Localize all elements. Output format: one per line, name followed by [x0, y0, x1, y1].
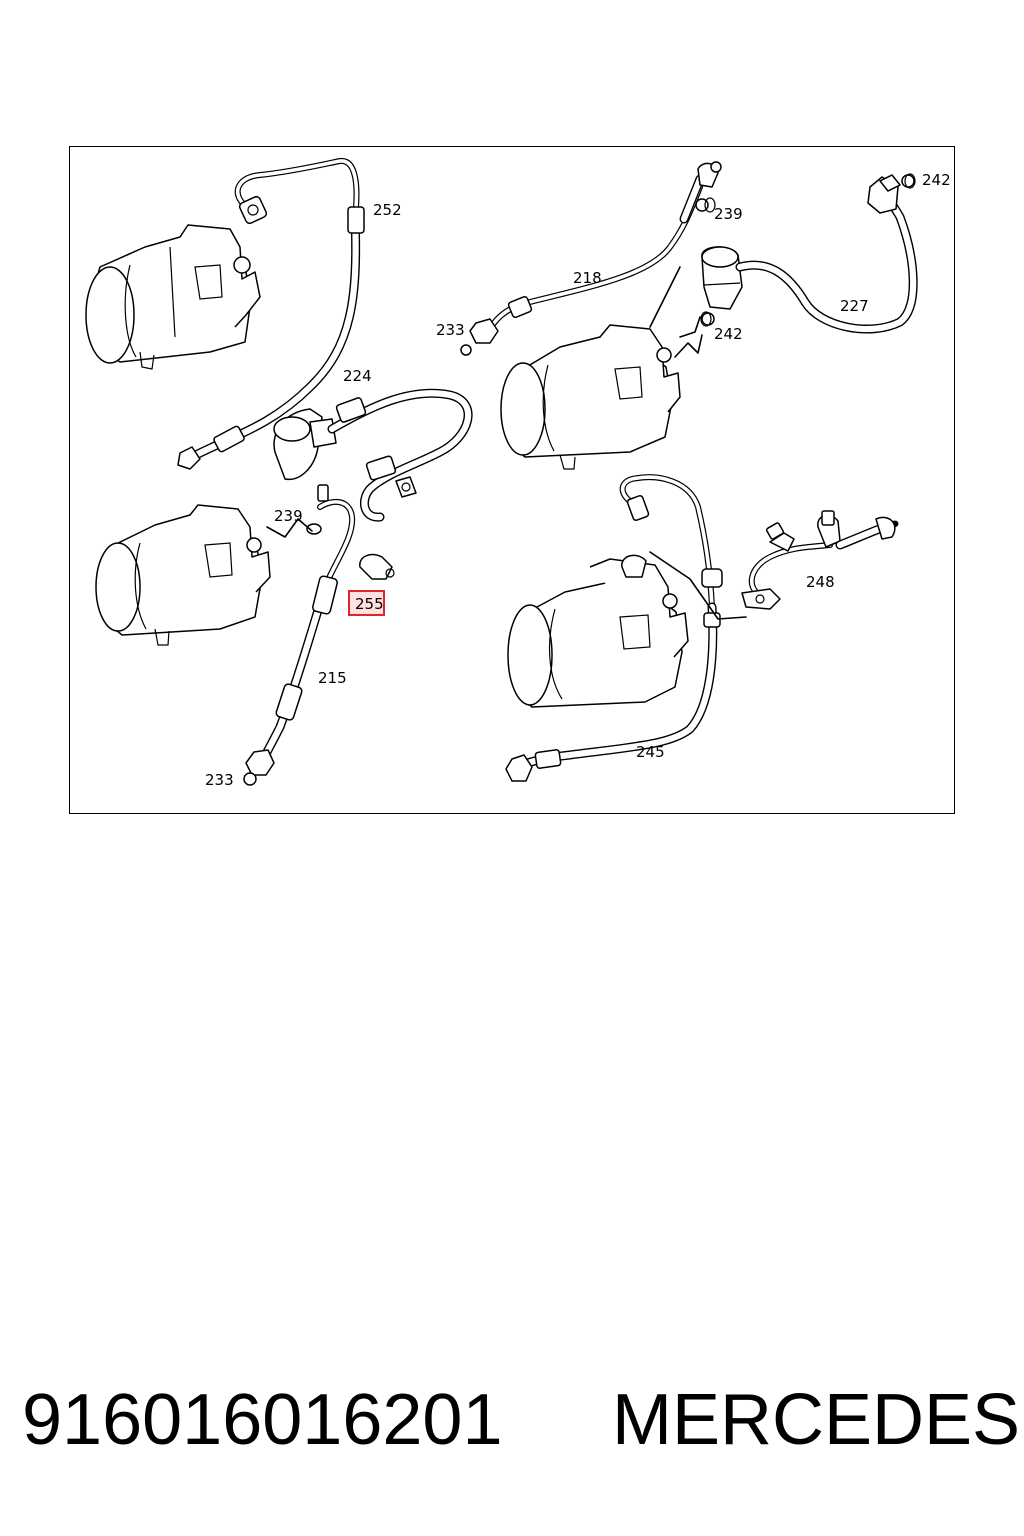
receiver-drier	[701, 246, 743, 326]
part-number: 916016016201	[22, 1380, 503, 1460]
label-242-mid: 242	[714, 325, 743, 343]
label-227: 227	[840, 297, 869, 315]
label-245: 245	[636, 743, 665, 761]
label-233-bottom: 233	[205, 771, 234, 789]
position-labels: 252 242 239 218 227 233 242 224 239 255 …	[205, 171, 951, 789]
label-233-top: 233	[436, 321, 465, 339]
label-242-top: 242	[922, 171, 951, 189]
label-239-left: 239	[274, 507, 303, 525]
label-239-top: 239	[714, 205, 743, 223]
compressor-bottom-right	[507, 554, 689, 708]
label-248: 248	[806, 573, 835, 591]
compressor-top-left	[85, 224, 261, 370]
hose-248	[741, 510, 899, 610]
compressor-top-right	[500, 266, 701, 470]
hose-218	[460, 161, 722, 356]
label-255: 255	[355, 595, 384, 613]
label-215: 215	[318, 669, 347, 687]
hose-215	[243, 484, 356, 786]
hose-252	[177, 158, 365, 470]
label-252: 252	[373, 201, 402, 219]
parts-diagram: 252 242 239 218 227 233 242 224 239 255 …	[69, 146, 955, 814]
part-255-bracket	[359, 553, 395, 580]
hose-224	[273, 388, 473, 522]
highlight-box-255	[348, 590, 385, 616]
parts-diagram-svg: 252 242 239 218 227 233 242 224 239 255 …	[85, 158, 951, 789]
hose-245	[505, 474, 747, 782]
label-224: 224	[343, 367, 372, 385]
compressor-bottom-left	[95, 504, 271, 646]
seal-rings	[700, 173, 916, 327]
label-218: 218	[573, 269, 602, 287]
brand-name: MERCEDES	[612, 1380, 1021, 1460]
